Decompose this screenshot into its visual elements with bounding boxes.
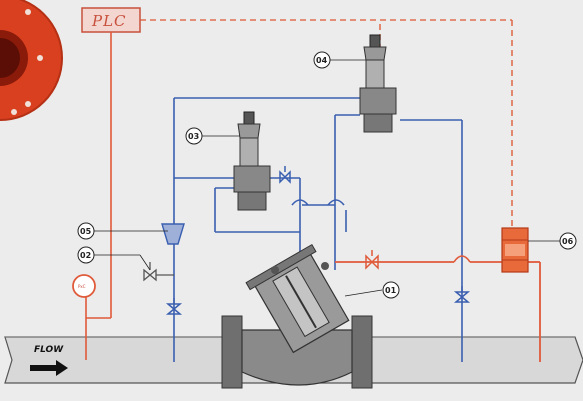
pressure-gauge-label: PxC — [78, 284, 86, 289]
callout-05: 05 — [77, 222, 95, 240]
callout-02: 02 — [77, 246, 95, 264]
svg-text:03: 03 — [188, 132, 199, 141]
svg-text:04: 04 — [316, 56, 328, 65]
callout-06: 06 — [559, 232, 577, 250]
flow-indicator: FLOW — [30, 345, 68, 376]
strainer — [161, 223, 185, 245]
gray-needle-valve — [143, 262, 174, 282]
callout-03: 03 — [185, 127, 203, 145]
red-flange — [0, 0, 63, 121]
pilot-valve-04 — [359, 34, 397, 133]
callout-01: 01 — [382, 281, 400, 299]
callout-04: 04 — [313, 51, 331, 69]
line-crossovers — [291, 199, 471, 263]
flow-arrow-icon — [30, 360, 68, 376]
svg-text:01: 01 — [385, 286, 397, 295]
svg-text:05: 05 — [80, 227, 92, 236]
flow-label: FLOW — [34, 345, 64, 355]
red-sensing-line — [335, 261, 541, 362]
solenoid-valve — [501, 227, 529, 273]
svg-text:02: 02 — [80, 251, 91, 260]
plc-signal-lines — [140, 19, 513, 230]
isolation-valves — [165, 166, 471, 315]
callouts — [94, 59, 560, 297]
svg-text:06: 06 — [562, 237, 574, 246]
plc-gauge-wire — [85, 32, 112, 360]
plc-label: PLC — [91, 12, 127, 30]
main-valve-01 — [221, 243, 373, 389]
plc-box: PLC — [81, 7, 141, 33]
red-needle-valve — [365, 250, 379, 270]
pressure-gauge: PxC — [72, 274, 96, 298]
pilot-valve-03 — [233, 111, 271, 211]
